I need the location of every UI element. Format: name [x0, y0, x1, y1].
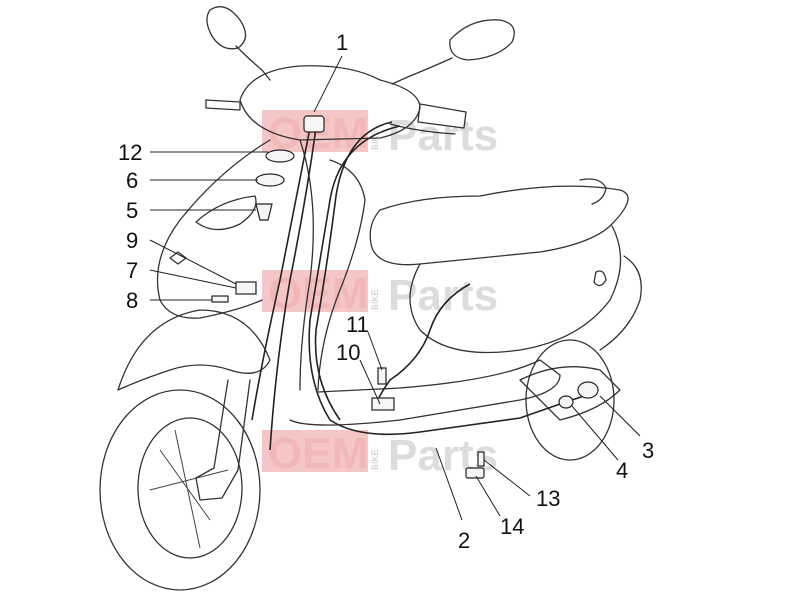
left-grip [205, 99, 241, 111]
rear-body [409, 225, 622, 354]
cable-rear-brake [308, 125, 521, 436]
front-badge-recess [195, 195, 257, 231]
leader-9 [149, 239, 237, 285]
part-10-cable-guide [371, 397, 395, 411]
brake-lever [389, 123, 456, 135]
leader-2 [435, 447, 463, 521]
callout-2: 2 [458, 528, 470, 553]
cable-rear-end [519, 395, 585, 419]
callout-5: 5 [126, 198, 138, 223]
front-shield [156, 139, 271, 319]
cable-routing [251, 121, 585, 451]
callout-11: 11 [346, 312, 369, 337]
part-14-bracket [465, 467, 485, 479]
callout-7: 7 [126, 258, 138, 283]
left-mirror [206, 6, 247, 50]
right-mirror [449, 19, 515, 61]
part-1-cable-junction [303, 115, 325, 133]
part-5-clip [255, 203, 273, 221]
cable-speedometer [269, 127, 317, 451]
watermark-middle: OEM BIKE Parts [262, 269, 498, 320]
scooter-outline [99, 6, 642, 591]
seat [369, 185, 629, 266]
callout-10: 10 [336, 340, 360, 365]
left-mirror-stem [235, 45, 271, 81]
front-wheel-spokes [149, 429, 229, 549]
rear-tire [525, 339, 615, 461]
watermark-oem-text: OEM [268, 429, 368, 478]
callout-1: 1 [336, 30, 348, 55]
leader-1 [313, 55, 343, 113]
watermark-bike-text: BIKE [370, 129, 380, 150]
part-4-nut [558, 395, 574, 409]
inner-shield [317, 159, 366, 391]
cable-seat-release [375, 283, 471, 405]
callout-13: 13 [536, 486, 560, 511]
watermark-bottom: OEM BIKE Parts [262, 429, 498, 480]
part-8-screw [211, 295, 229, 303]
leader-11 [367, 331, 383, 371]
watermark-bike-text: BIKE [370, 449, 380, 470]
front-fender [117, 309, 271, 391]
right-mirror-stem [391, 57, 453, 85]
callout-6: 6 [126, 168, 138, 193]
callout-9: 9 [126, 228, 138, 253]
front-fork [195, 379, 251, 501]
steering-column [299, 139, 314, 391]
leader-3 [599, 395, 641, 437]
part-11-screw [377, 367, 387, 385]
rear-grab-handle [579, 178, 607, 205]
watermark-parts-text: Parts [388, 271, 498, 320]
rear-fender [599, 255, 642, 351]
rear-light [593, 270, 607, 287]
floorboard [289, 359, 561, 426]
cable-front-brake [251, 127, 311, 421]
handlebar-cover [239, 65, 421, 141]
part-6-clamp [255, 173, 285, 187]
callout-8: 8 [126, 288, 138, 313]
callout-12: 12 [118, 140, 142, 165]
leader-7 [149, 269, 237, 289]
cable-throttle [314, 121, 393, 421]
callout-3: 3 [642, 438, 654, 463]
part-3-adjuster [577, 381, 599, 399]
front-emblem [169, 251, 187, 265]
right-grip [417, 103, 467, 129]
front-tire [99, 389, 261, 591]
part-7-bracket [235, 281, 257, 295]
watermark-top: OEM BIKE Parts [262, 109, 498, 160]
leader-10 [359, 359, 381, 405]
watermark-oem-text: OEM [268, 269, 368, 318]
leader-14 [475, 475, 501, 517]
parts [211, 115, 599, 479]
engine-case [519, 366, 621, 421]
part-13-screw [477, 451, 485, 467]
watermark-bike-text: BIKE [370, 289, 380, 310]
part-12-clamp [265, 149, 295, 163]
watermark-parts-text: Parts [388, 111, 498, 160]
front-rim [137, 417, 243, 559]
leader-lines [149, 55, 641, 521]
leader-4 [571, 405, 619, 461]
callout-labels: 1 2 3 4 5 6 7 8 9 10 11 12 13 14 [118, 30, 654, 553]
leader-13 [483, 459, 531, 497]
callout-4: 4 [616, 458, 628, 483]
callout-14: 14 [500, 514, 524, 539]
